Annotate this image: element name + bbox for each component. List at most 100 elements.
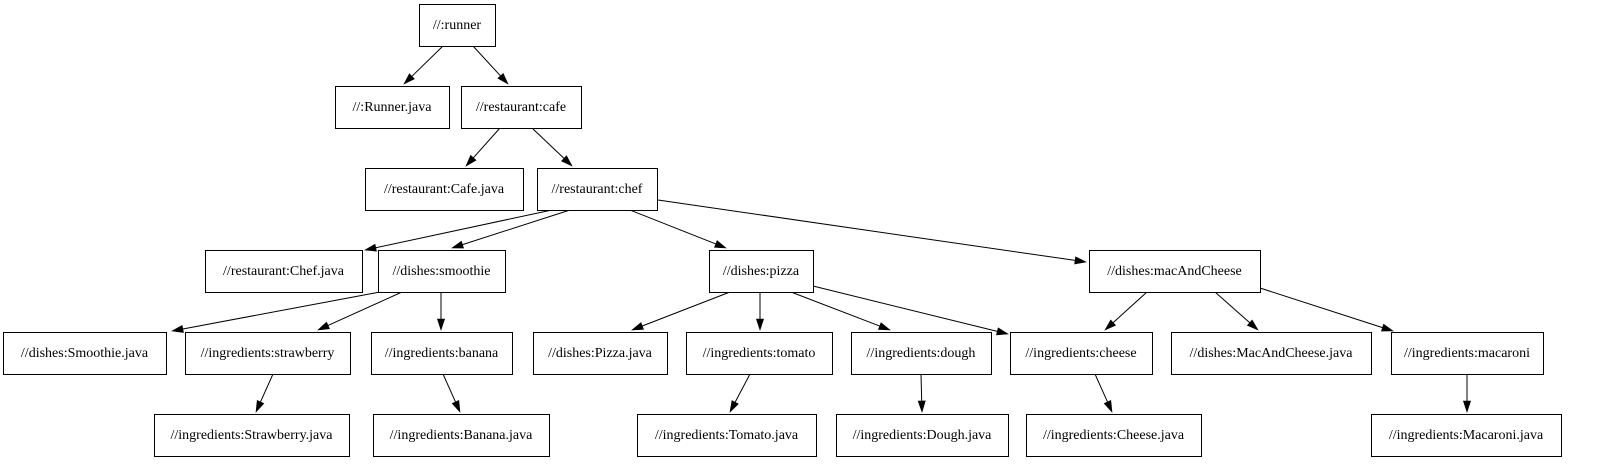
arrowhead-icon	[917, 400, 926, 413]
graph-node-dishes_smoothie[interactable]: //dishes:smoothie	[378, 250, 506, 293]
graph-node-ing_macaroni[interactable]: //ingredients:macaroni	[1391, 332, 1544, 375]
edge-line	[790, 291, 880, 327]
arrowhead-icon	[1246, 319, 1259, 331]
node-box[interactable]	[371, 332, 513, 375]
node-box[interactable]	[537, 168, 658, 211]
edge-ing_banana-to-banana_java	[442, 373, 461, 413]
edge-dishes_smoothie-to-smoothie_java	[171, 291, 381, 333]
edge-ing_tomato-to-tomato_java	[729, 373, 751, 413]
node-box[interactable]	[1371, 414, 1562, 457]
node-box[interactable]	[533, 332, 668, 375]
node-box[interactable]	[709, 250, 814, 293]
arrowhead-icon	[755, 318, 765, 331]
edge-ing_strawberry-to-strawberry_java	[255, 373, 274, 413]
edge-line	[812, 285, 998, 332]
node-label: //ingredients:Dough.java	[853, 428, 993, 443]
node-label: //ingredients:banana	[385, 346, 499, 361]
node-box[interactable]	[1010, 332, 1153, 375]
edge-ing_dough-to-dough_java	[917, 373, 926, 413]
node-box[interactable]	[461, 86, 582, 129]
edge-runner-to-runner_java	[403, 45, 444, 85]
arrowhead-icon	[171, 324, 184, 333]
edge-line	[327, 291, 403, 326]
graph-node-chef_java[interactable]: //restaurant:Chef.java	[205, 250, 363, 293]
edge-line	[1214, 291, 1251, 324]
graph-node-ing_cheese[interactable]: //ingredients:cheese	[1010, 332, 1153, 375]
graph-node-banana_java[interactable]: //ingredients:Banana.java	[373, 414, 550, 457]
node-box[interactable]	[1171, 332, 1372, 375]
graph-node-ing_strawberry[interactable]: //ingredients:strawberry	[185, 332, 351, 375]
graph-node-runner[interactable]: //:runner	[419, 4, 496, 47]
graph-node-smoothie_java[interactable]: //dishes:Smoothie.java	[3, 332, 167, 375]
graph-node-runner_java[interactable]: //:Runner.java	[335, 86, 450, 129]
arrowhead-icon	[1381, 323, 1394, 332]
node-label: //:runner	[433, 18, 482, 33]
node-box[interactable]	[851, 332, 992, 375]
arrowhead-icon	[714, 240, 727, 249]
edge-dishes_pizza-to-pizza_java	[631, 291, 731, 331]
graph-node-strawberry_java[interactable]: //ingredients:Strawberry.java	[154, 414, 350, 457]
node-box[interactable]	[373, 414, 550, 457]
arrowhead-icon	[878, 322, 891, 331]
node-box[interactable]	[378, 250, 506, 293]
node-box[interactable]	[1026, 414, 1202, 457]
graph-node-dishes_pizza[interactable]: //dishes:pizza	[709, 250, 814, 293]
arrowhead-icon	[451, 240, 464, 249]
edge-line	[920, 373, 923, 402]
node-box[interactable]	[185, 332, 351, 375]
node-box[interactable]	[637, 414, 817, 457]
graph-node-restaurant_cafe[interactable]: //restaurant:cafe	[461, 86, 582, 129]
arrowhead-icon	[996, 327, 1009, 336]
graph-node-tomato_java[interactable]: //ingredients:Tomato.java	[637, 414, 817, 457]
edges-layer	[171, 45, 1472, 413]
arrowhead-icon	[436, 318, 446, 331]
edge-line	[375, 209, 553, 249]
edge-dishes_mac-to-mac_java	[1214, 291, 1259, 331]
graph-node-ing_banana[interactable]: //ingredients:banana	[371, 332, 513, 375]
edge-ing_macaroni-to-macaroni_java	[1462, 374, 1472, 413]
arrowhead-icon	[1462, 400, 1472, 413]
node-box[interactable]	[154, 414, 350, 457]
graph-node-cafe_java[interactable]: //restaurant:Cafe.java	[365, 168, 524, 211]
graph-node-macaroni_java[interactable]: //ingredients:Macaroni.java	[1371, 414, 1562, 457]
node-label: //ingredients:Tomato.java	[655, 428, 799, 443]
arrowhead-icon	[403, 73, 415, 85]
node-box[interactable]	[3, 332, 167, 375]
graph-node-dishes_mac[interactable]: //dishes:macAndCheese	[1089, 250, 1261, 293]
arrowhead-icon	[1103, 400, 1113, 413]
node-label: //ingredients:Cheese.java	[1043, 428, 1185, 443]
arrowhead-icon	[1104, 319, 1117, 331]
edge-line	[411, 45, 444, 77]
node-label: //restaurant:chef	[552, 182, 643, 197]
edge-runner-to-restaurant_cafe	[472, 45, 509, 85]
node-box[interactable]	[686, 332, 833, 375]
graph-node-mac_java[interactable]: //dishes:MacAndCheese.java	[1171, 332, 1372, 375]
node-box[interactable]	[335, 86, 450, 129]
edge-line	[1259, 287, 1383, 329]
graph-node-pizza_java[interactable]: //dishes:Pizza.java	[533, 332, 668, 375]
edge-line	[442, 373, 456, 403]
node-label: //ingredients:dough	[867, 346, 976, 361]
arrowhead-icon	[317, 321, 330, 331]
arrowhead-icon	[1074, 256, 1087, 265]
edge-line	[642, 291, 731, 327]
graph-node-ing_tomato[interactable]: //ingredients:tomato	[686, 332, 833, 375]
edge-dishes_mac-to-ing_cheese	[1104, 291, 1148, 331]
node-box[interactable]	[1391, 332, 1544, 375]
edge-restaurant_chef-to-dishes_mac	[657, 199, 1087, 265]
node-box[interactable]	[1089, 250, 1261, 293]
graph-node-ing_dough[interactable]: //ingredients:dough	[851, 332, 992, 375]
graph-node-dough_java[interactable]: //ingredients:Dough.java	[836, 414, 1009, 457]
node-box[interactable]	[205, 250, 363, 293]
node-box[interactable]	[365, 168, 524, 211]
graph-node-cheese_java[interactable]: //ingredients:Cheese.java	[1026, 414, 1202, 457]
node-box[interactable]	[836, 414, 1009, 457]
node-box[interactable]	[419, 4, 496, 47]
edge-line	[472, 127, 501, 159]
node-label: //restaurant:Chef.java	[223, 264, 345, 279]
edge-restaurant_cafe-to-cafe_java	[465, 127, 501, 167]
graph-node-restaurant_chef[interactable]: //restaurant:chef	[537, 168, 658, 211]
edge-line	[1112, 291, 1148, 323]
edge-dishes_pizza-to-ing_dough	[790, 291, 891, 331]
arrowhead-icon	[631, 322, 644, 331]
